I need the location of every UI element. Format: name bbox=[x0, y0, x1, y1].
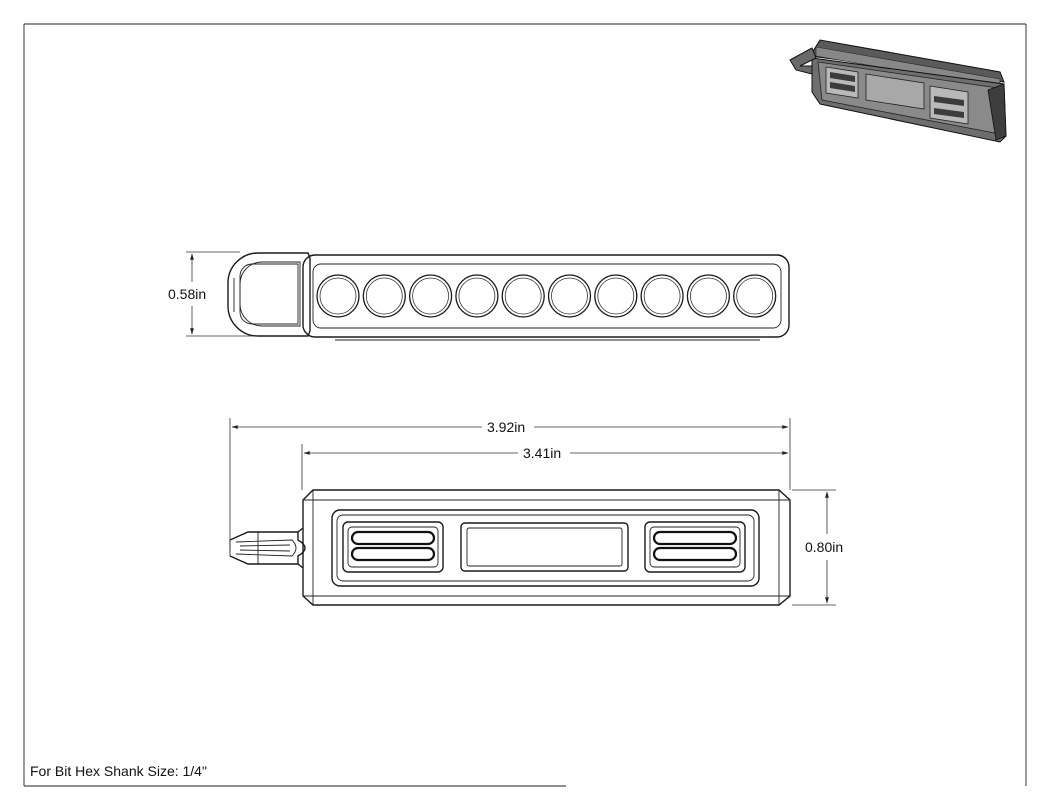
bit-hole bbox=[594, 274, 638, 318]
bit-hole-inner bbox=[458, 277, 496, 315]
dimension-body-length: 3.41in bbox=[301, 444, 789, 490]
bit-hole-inner bbox=[319, 277, 357, 315]
bit-hole bbox=[455, 274, 499, 318]
bit-hole-inner bbox=[551, 277, 588, 315]
bit-holes bbox=[316, 274, 777, 318]
bit-hole bbox=[733, 274, 777, 318]
bit-slot-right bbox=[644, 521, 746, 573]
bit-hole-inner bbox=[736, 277, 774, 315]
isometric-view bbox=[789, 39, 1007, 143]
bit-hole bbox=[408, 274, 453, 318]
top-view bbox=[227, 252, 790, 341]
bit-size-note: For Bit Hex Shank Size: 1/4" bbox=[30, 763, 207, 779]
bit-hole bbox=[316, 274, 360, 318]
label-window bbox=[460, 522, 629, 572]
bit-hole bbox=[362, 274, 406, 318]
bit-hole-inner bbox=[643, 277, 681, 315]
clip-tab bbox=[229, 527, 306, 569]
bit-hole bbox=[501, 274, 545, 318]
dim-label-overall-length: 3.92in bbox=[487, 419, 525, 435]
dim-label-height-front: 0.80in bbox=[805, 539, 843, 555]
dim-label-height-top: 0.58in bbox=[168, 286, 206, 302]
dimension-overall-length: 3.92in bbox=[229, 418, 791, 548]
bit-hole-inner bbox=[690, 277, 727, 315]
dim-label-body-length: 3.41in bbox=[523, 445, 561, 461]
bit-hole-inner bbox=[365, 277, 403, 315]
bit-hole-inner bbox=[412, 277, 450, 315]
sheet-border bbox=[23, 23, 1027, 787]
bit-hole bbox=[640, 274, 684, 318]
bit-hole bbox=[547, 274, 592, 318]
front-view bbox=[229, 489, 791, 606]
bit-hole-inner bbox=[504, 277, 542, 315]
bit-hole-inner bbox=[597, 277, 635, 315]
bit-hole bbox=[686, 274, 731, 318]
bit-slot-left bbox=[342, 521, 444, 573]
dimension-height-front: 0.80in bbox=[792, 489, 843, 606]
dimension-height-top: 0.58in bbox=[168, 251, 258, 337]
